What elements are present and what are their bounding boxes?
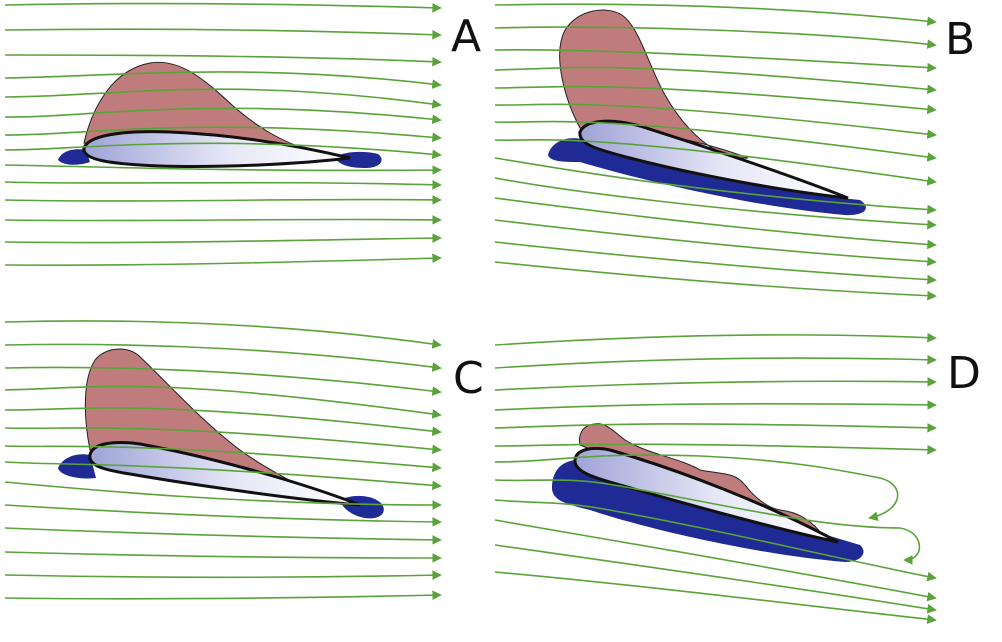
- panel-d-airfoil: [573, 446, 839, 544]
- panel-a-pressure-region: [58, 149, 90, 165]
- panel-a-airfoil: [82, 130, 351, 169]
- panel-a: [4, 2, 442, 266]
- panel-b-label: B: [945, 14, 976, 65]
- panel-a-streamlines: [4, 2, 442, 266]
- panel-c-pressure-region: [58, 454, 96, 479]
- panel-d: [494, 332, 937, 624]
- panel-d-label: D: [947, 348, 981, 399]
- panel-b-streamlines: [494, 3, 937, 301]
- panel-d-streamlines: [494, 332, 937, 624]
- panel-c-airfoil: [88, 440, 361, 507]
- panel-c: [4, 320, 442, 600]
- panel-b: [494, 3, 937, 301]
- panel-c-streamlines: [4, 320, 442, 600]
- panel-a-label: A: [451, 11, 482, 62]
- panel-c-label: C: [453, 353, 484, 404]
